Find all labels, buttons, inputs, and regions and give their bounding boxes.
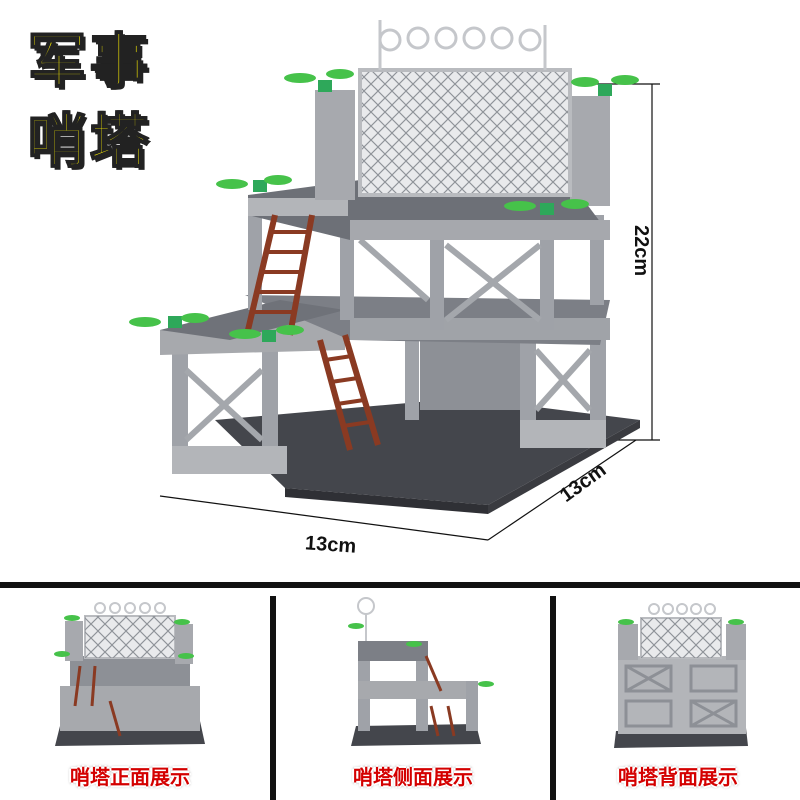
back-view-image: [614, 603, 748, 748]
title-line-2: 哨塔: [27, 106, 153, 176]
side-view-caption: 哨塔侧面展示: [353, 765, 473, 789]
back-view-caption: 哨塔背面展示: [618, 765, 738, 789]
title-line-1: 军事: [27, 26, 153, 96]
side-view-panel: 哨塔侧面展示: [270, 596, 556, 800]
front-view-image: [54, 602, 205, 746]
hero-image: 军事 哨塔 13cm 13cm 22cm: [27, 20, 660, 558]
back-view-panel: 哨塔背面展示: [556, 596, 800, 800]
watchtower-illustration: [129, 20, 660, 541]
dimension-height-label: 22cm: [630, 225, 652, 277]
section-divider: [0, 582, 800, 588]
product-title: 军事 哨塔: [27, 26, 168, 176]
front-view-caption: 哨塔正面展示: [70, 765, 190, 789]
side-view-image: [348, 597, 494, 746]
dimension-width-label: 13cm: [304, 532, 357, 558]
front-view-panel: 哨塔正面展示: [0, 596, 260, 800]
